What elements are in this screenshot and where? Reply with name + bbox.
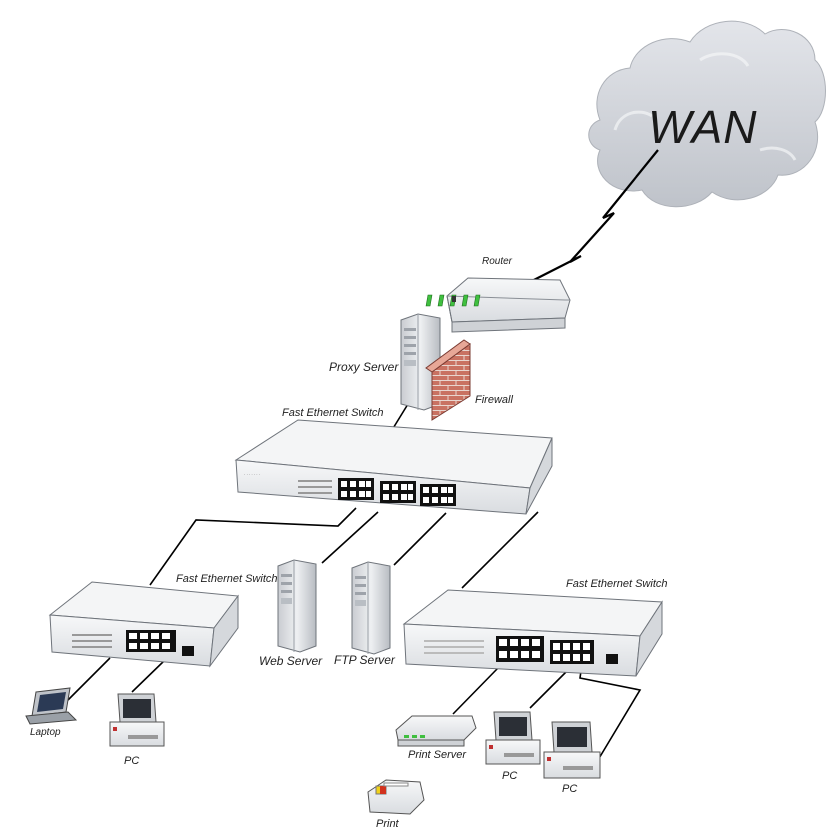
wan-label: WAN bbox=[648, 101, 758, 153]
printer-icon bbox=[367, 779, 425, 815]
right-switch bbox=[402, 589, 663, 677]
pc-right1-icon bbox=[485, 711, 541, 765]
firewall-icon bbox=[425, 339, 471, 421]
proxy-server-tower bbox=[400, 313, 441, 411]
printer-label: Print bbox=[376, 818, 399, 830]
wan-cloud bbox=[588, 20, 826, 208]
core-switch-label: Fast Ethernet Switch bbox=[282, 407, 384, 419]
proxy-server-label: Proxy Server bbox=[329, 360, 399, 374]
ftp-server-tower bbox=[351, 561, 391, 655]
core-to-left-switch-link bbox=[149, 507, 357, 586]
laptop-icon bbox=[25, 687, 78, 725]
web-server-tower bbox=[277, 559, 317, 653]
core-to-right-switch-link bbox=[461, 511, 539, 589]
router-label: Router bbox=[482, 256, 513, 267]
laptop-label: Laptop bbox=[30, 727, 61, 738]
router bbox=[425, 277, 571, 333]
left-switch-label: Fast Ethernet Switch bbox=[176, 573, 278, 585]
core-switch: · · · · · · · bbox=[234, 419, 553, 515]
print-server-label: Print Server bbox=[408, 749, 467, 761]
firewall-label: Firewall bbox=[475, 394, 513, 406]
left-switch-to-pc-link bbox=[131, 659, 166, 693]
links bbox=[67, 149, 659, 761]
pc-right2-label: PC bbox=[562, 783, 578, 795]
pc-right2-icon bbox=[543, 721, 601, 779]
pc-left-label: PC bbox=[124, 755, 140, 767]
pc-right1-label: PC bbox=[502, 770, 518, 782]
proxy-to-core-link bbox=[391, 403, 409, 431]
wan-lightning-link bbox=[521, 149, 659, 287]
right-switch-label: Fast Ethernet Switch bbox=[566, 578, 668, 590]
left-switch bbox=[48, 581, 239, 668]
left-switch-to-laptop-link bbox=[67, 657, 111, 701]
svg-text:· · · · · · ·: · · · · · · · bbox=[244, 472, 260, 477]
right-switch-to-pc1-link bbox=[529, 665, 573, 709]
right-switch-to-print-server-link bbox=[452, 667, 499, 715]
print-server-icon bbox=[395, 715, 477, 747]
core-to-ftp-server-link bbox=[393, 512, 447, 566]
web-server-label: Web Server bbox=[259, 654, 323, 668]
pc-left-icon bbox=[109, 693, 165, 747]
core-to-web-server-link bbox=[321, 511, 379, 564]
ftp-server-label: FTP Server bbox=[334, 653, 395, 667]
